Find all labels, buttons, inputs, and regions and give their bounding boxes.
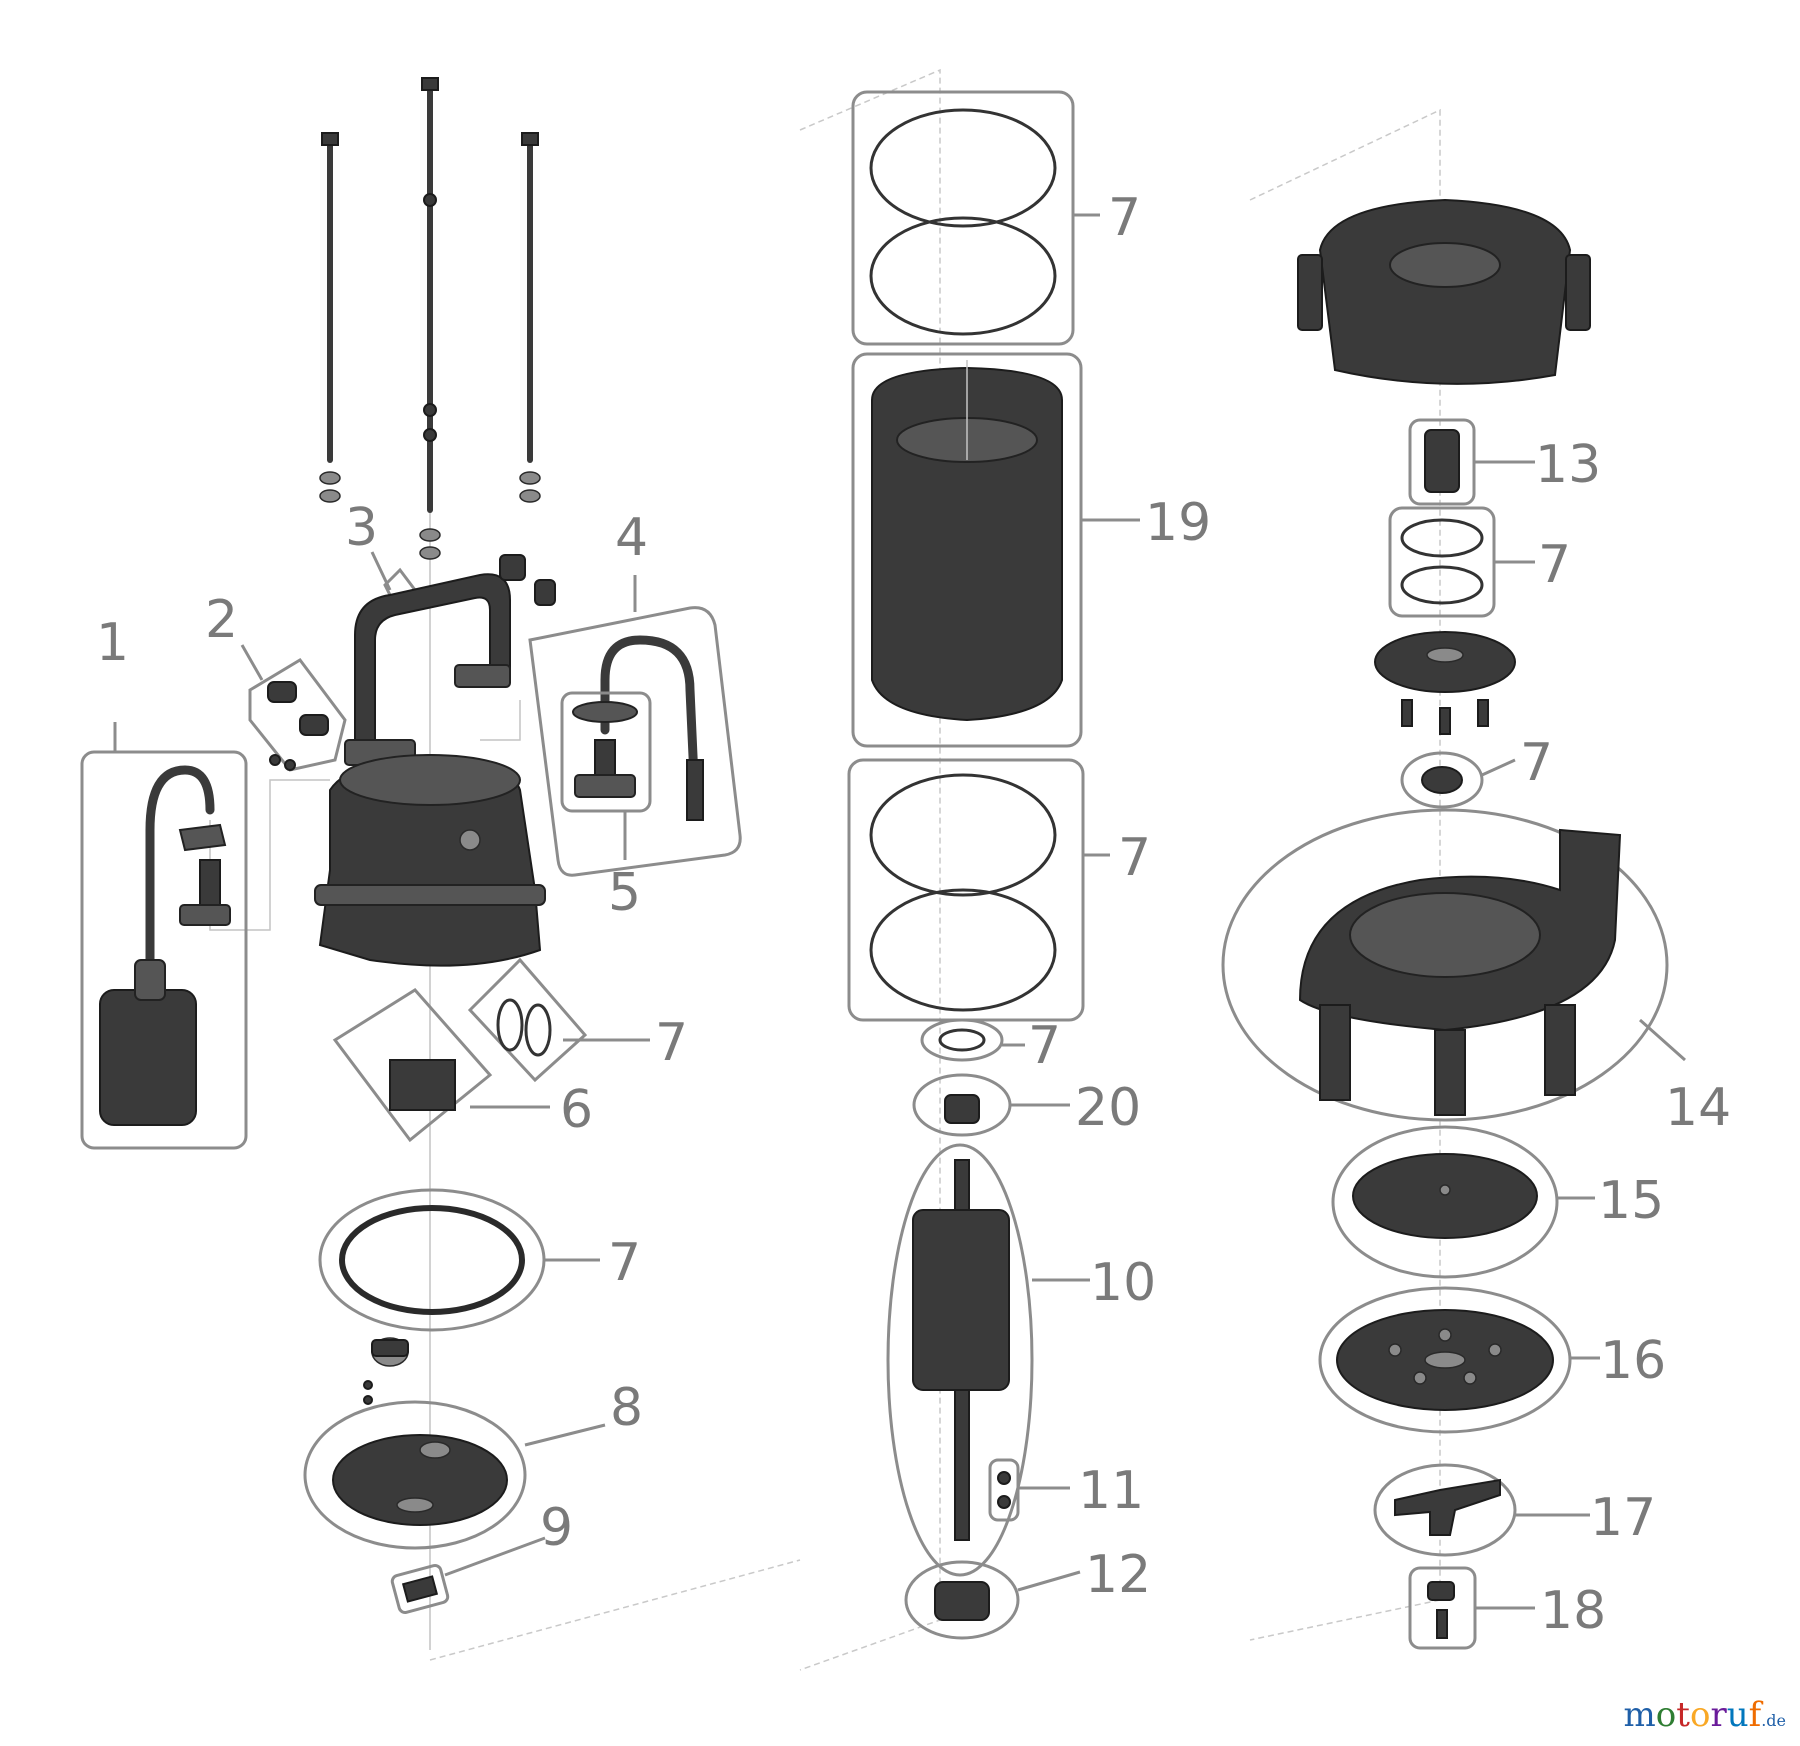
part-7g-ring [1400, 751, 1516, 809]
part-6-capacitor [332, 988, 550, 1143]
part-16-wear-plate [1318, 1286, 1600, 1434]
watermark-letter: r [1710, 1695, 1727, 1735]
motor-flange [1297, 198, 1591, 385]
label-12: 12 [1085, 1545, 1151, 1605]
label-7f: 7 [1538, 535, 1571, 595]
part-7c-o-rings-top [851, 90, 1100, 346]
label-8: 8 [610, 1378, 643, 1438]
part-17-cutter [1373, 1463, 1590, 1557]
part-7d-o-rings-bottom [847, 758, 1110, 1022]
leader-3 [370, 551, 392, 591]
part-2-clamp [248, 658, 347, 772]
part-4-cable-entry [528, 575, 742, 877]
part-18-nut [1408, 1566, 1535, 1650]
part-8-bearing-plate [303, 1337, 606, 1550]
watermark-letter: o [1655, 1695, 1677, 1735]
label-3: 3 [345, 498, 378, 558]
part-7a-o-rings [467, 957, 650, 1083]
label-5: 5 [608, 863, 641, 923]
part-3-handle [344, 554, 556, 766]
label-7d: 7 [1118, 828, 1151, 888]
label-7b: 7 [608, 1233, 641, 1293]
label-20: 20 [1075, 1078, 1141, 1138]
label-17: 17 [1590, 1488, 1656, 1548]
part-1-float-switch [80, 722, 248, 1150]
leader-2 [240, 644, 264, 681]
part-19-stator [851, 352, 1140, 748]
part-14-pump-housing [1221, 808, 1686, 1122]
label-13: 13 [1535, 435, 1601, 495]
brand-watermark: motoruf.de [1624, 1698, 1786, 1732]
label-2: 2 [205, 590, 238, 650]
label-7g: 7 [1520, 733, 1553, 793]
label-19: 19 [1145, 493, 1211, 553]
label-1: 1 [96, 613, 129, 673]
label-4: 4 [615, 508, 648, 568]
tie-rods [319, 77, 541, 560]
label-7a: 7 [655, 1013, 688, 1073]
part-20-bearing [912, 1073, 1070, 1137]
watermark-letter: o [1689, 1695, 1711, 1735]
label-11: 11 [1078, 1461, 1144, 1521]
label-18: 18 [1540, 1581, 1606, 1641]
watermark-letter: t [1676, 1695, 1690, 1735]
label-10: 10 [1090, 1253, 1156, 1313]
part-10-rotor [886, 1143, 1090, 1577]
part-15-impeller [1331, 1125, 1595, 1279]
watermark-letter: f [1748, 1695, 1762, 1735]
part-7b-o-ring [318, 1188, 600, 1332]
label-9: 9 [540, 1498, 573, 1558]
motor-cover [314, 753, 546, 967]
label-14: 14 [1665, 1078, 1731, 1138]
watermark-letter: m [1623, 1695, 1656, 1735]
label-7e: 7 [1028, 1016, 1061, 1076]
part-7e-seal-ring [920, 1018, 1025, 1062]
part-9-small-seal [390, 1536, 546, 1614]
watermark-letter: u [1726, 1695, 1749, 1735]
part-5-cable-seal [560, 691, 652, 860]
label-16: 16 [1600, 1331, 1666, 1391]
label-15: 15 [1598, 1171, 1664, 1231]
seal-housing [1374, 631, 1516, 735]
part-11-keys [988, 1458, 1070, 1522]
part-12-bearing [904, 1560, 1081, 1640]
part-7f-rings [1388, 506, 1535, 618]
label-6: 6 [560, 1080, 593, 1140]
watermark-suffix: .de [1761, 1711, 1786, 1730]
label-7c: 7 [1108, 188, 1141, 248]
part-13-seal [1408, 418, 1535, 506]
